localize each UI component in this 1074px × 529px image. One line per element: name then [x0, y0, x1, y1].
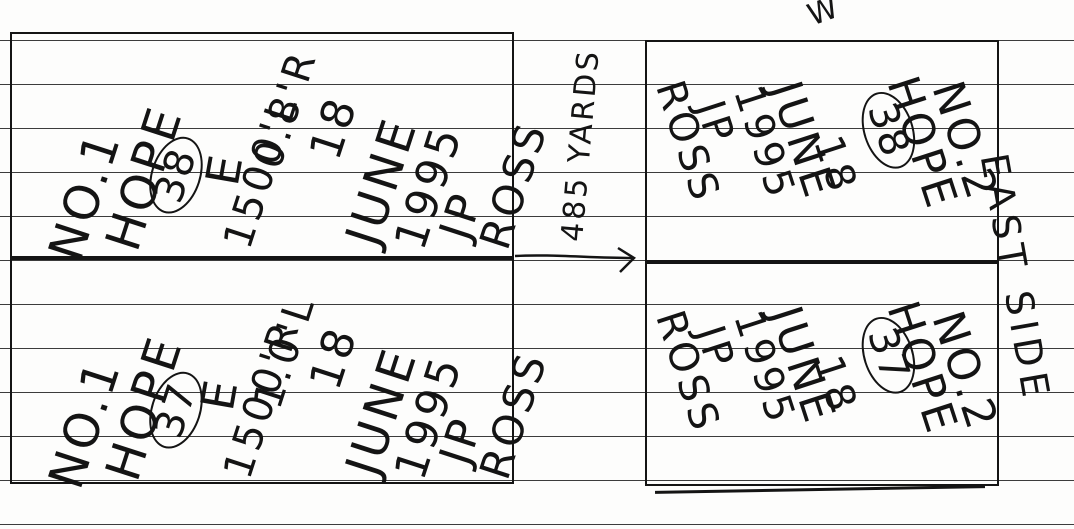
underline-stroke	[655, 485, 985, 493]
arrow-right-icon	[510, 240, 640, 280]
corner-note: W	[803, 0, 845, 33]
ruled-line	[0, 524, 1074, 525]
distance-note: 485 YARDS	[555, 47, 607, 243]
